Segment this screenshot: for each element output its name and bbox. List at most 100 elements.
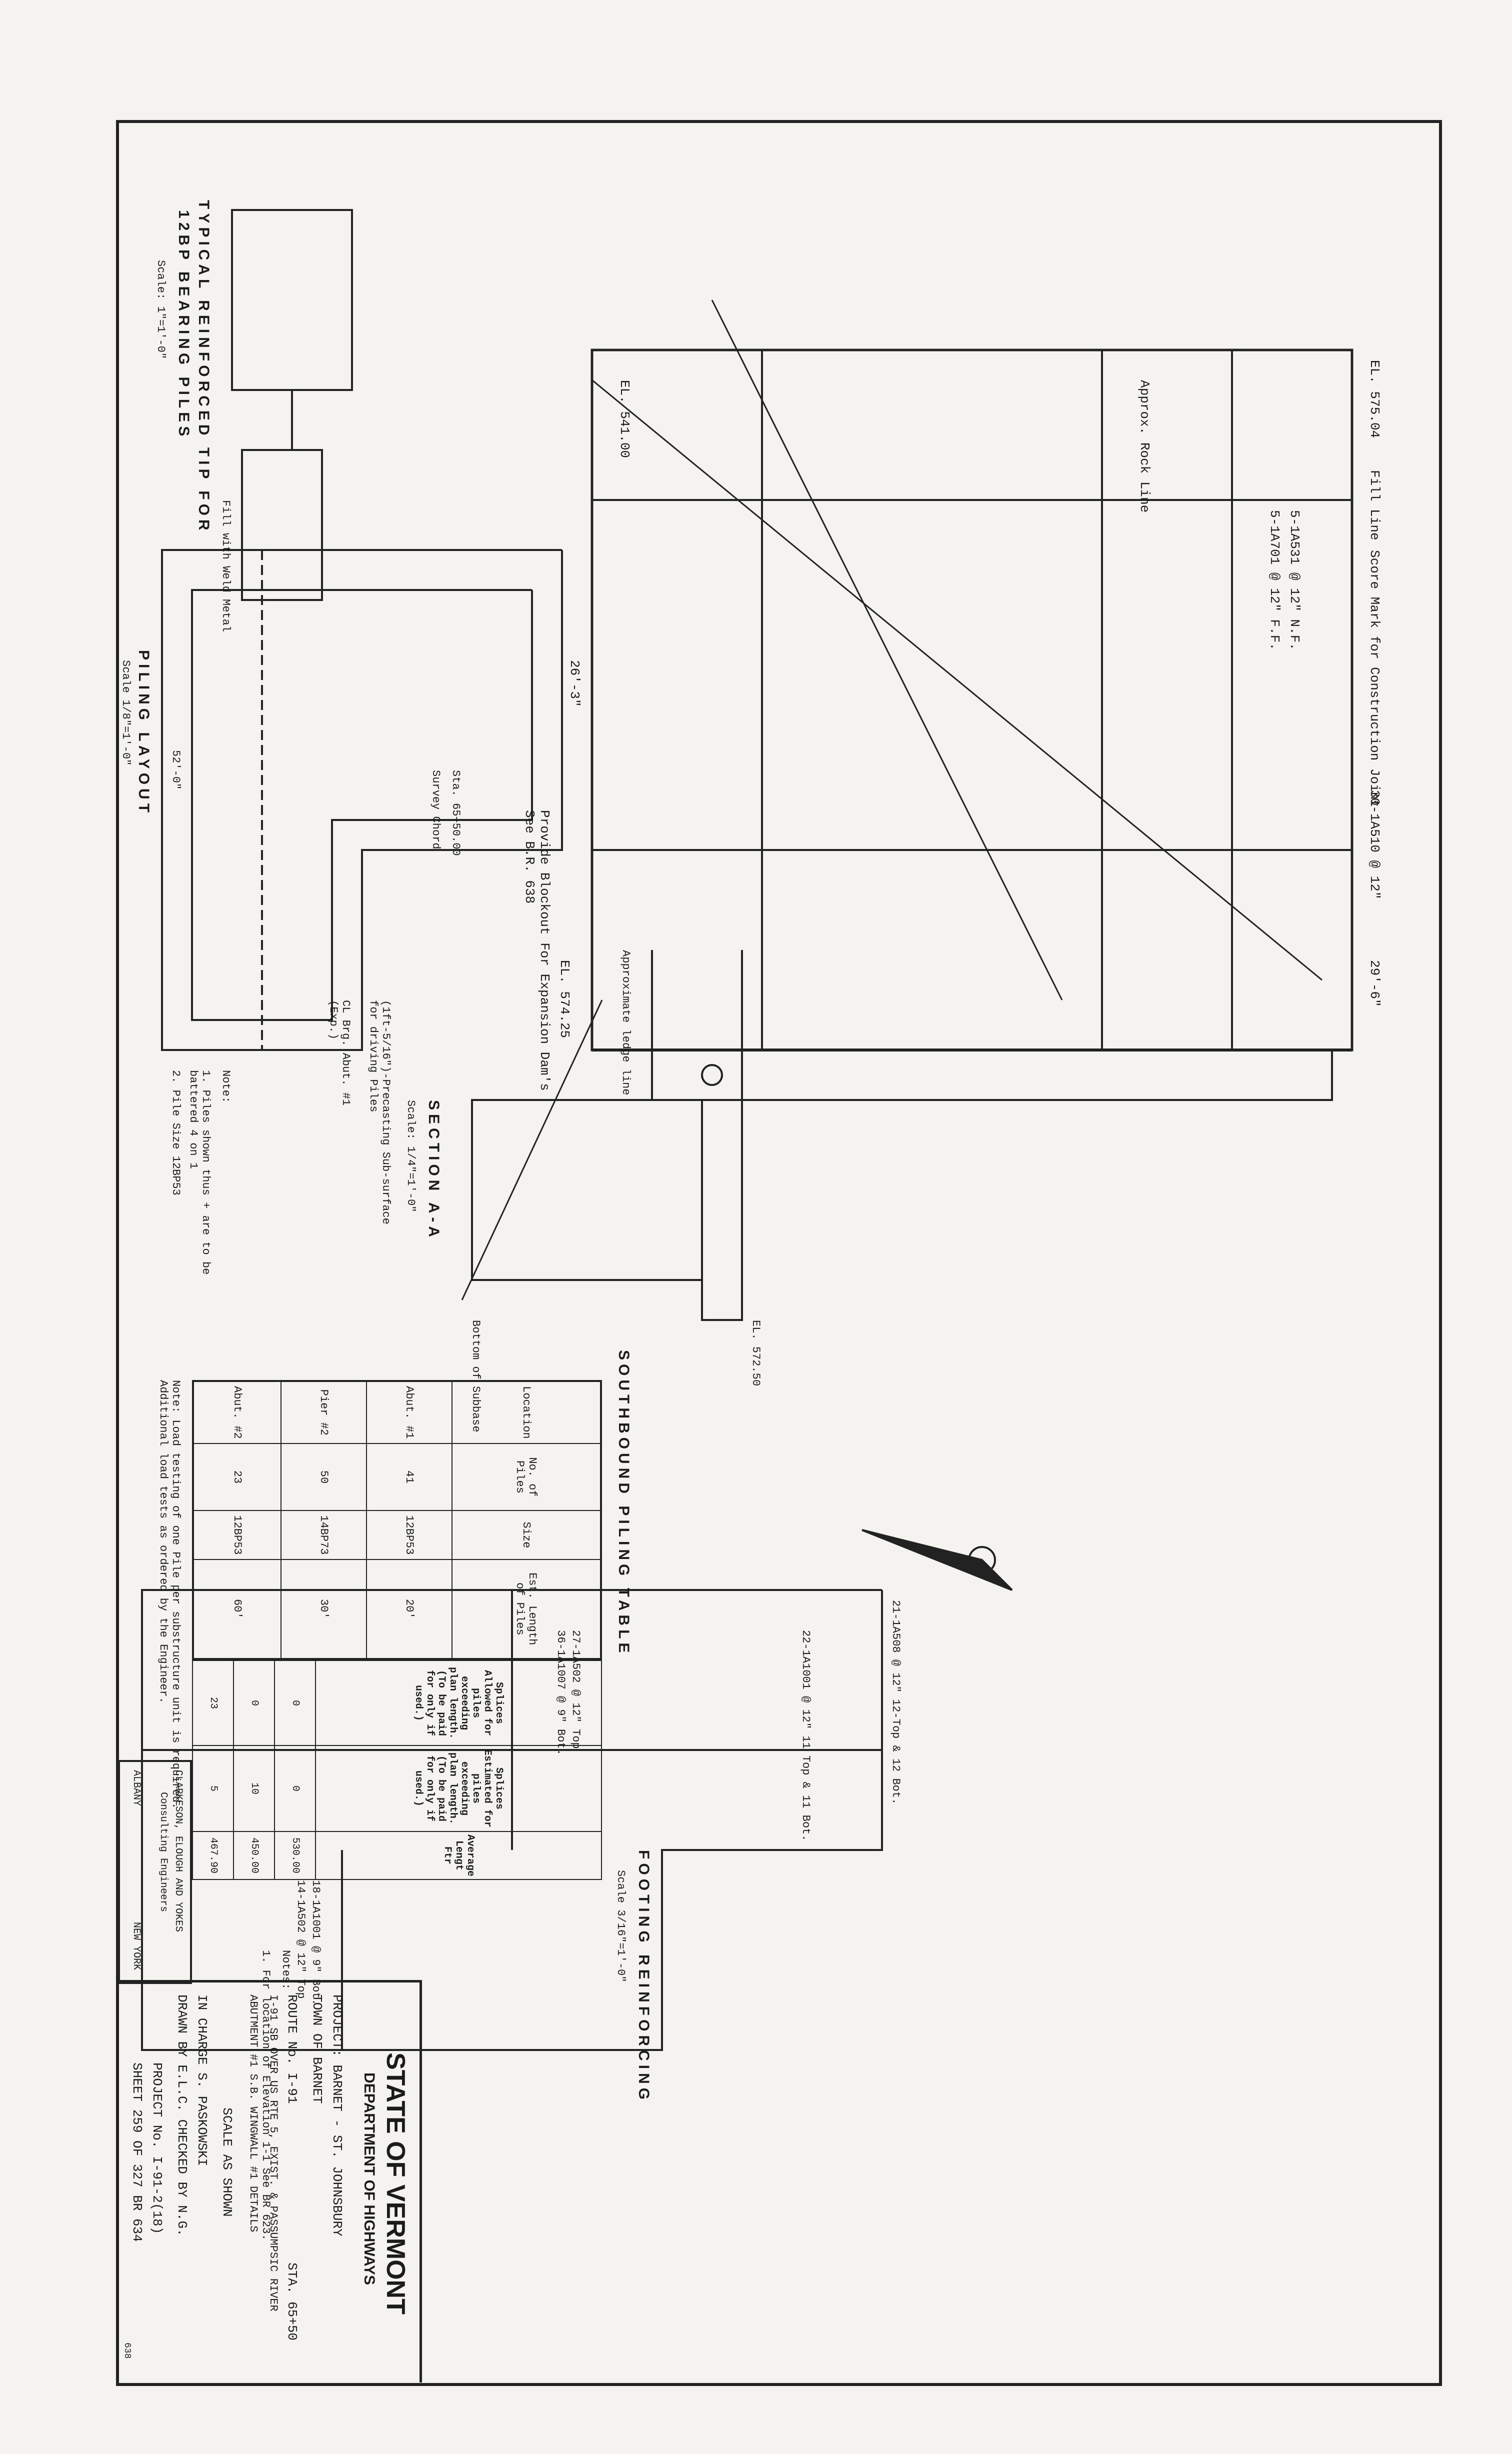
piling-layout-scale: Scale 1/8"=1'-0" [120, 660, 132, 766]
wall-label-el-bottom: EL. 541.00 [617, 380, 632, 458]
section-aa-title: SECTION A-A [426, 1100, 442, 1241]
town-line: TOWN OF BARNET [310, 1994, 324, 2104]
wall-label-el-top: EL. 575.04 [1367, 360, 1382, 438]
piling-layout-note-heading: Note: [220, 1070, 232, 1104]
wall-label-blockout: Provide Blockout For Expansion Dam's See… [522, 810, 552, 1091]
table-header: No. of Piles [452, 1443, 601, 1511]
footing-scale: Scale 3/16"=1'-0" [614, 1870, 627, 1982]
pile-tip-drawing [231, 209, 353, 601]
footing-label-1: 21-1A508 @ 12" 12-Top & 12 Bot. [890, 1600, 902, 1805]
pile-tip-weld: Fill with Weld Metal [220, 500, 232, 632]
piling-layout-title: PILING LAYOUT [136, 650, 152, 816]
pile-tip-title-2: 12BP BEARING PILES [176, 210, 192, 440]
state-title: STATE OF VERMONT [381, 2052, 410, 2314]
table-header: Splices Estimated for piles exceeding pl… [316, 1746, 602, 1832]
table-cell: Pier #2 [280, 1381, 366, 1444]
description-line: I-91 SB OVER US RTE 5, EXIST. & PASSUMPS… [267, 1994, 280, 2312]
table-row: 0 0 530.00 [274, 1660, 316, 1880]
piling-layout-dim: 52'-0" [170, 750, 182, 790]
route-line: ROUTE No. I-91 [284, 1994, 300, 2104]
table-row: Pier #2 50 14BP73 30' [280, 1381, 366, 1659]
title-block: STATE OF VERMONT DEPARTMENT OF HIGHWAYS … [120, 1980, 422, 2382]
table-header: Average Lengt Ftr [316, 1831, 602, 1880]
in-charge-line: IN CHARGE S. PASKOWSKI [194, 1994, 210, 2166]
pile-tip-title-1: TYPICAL REINFORCED TIP FOR [196, 200, 212, 534]
table-cell: 41 [366, 1443, 452, 1511]
piling-table-title: SOUTHBOUND PILING TABLE [616, 1350, 632, 1657]
wall-label-score-mark: Score Mark for Construction Joint [1367, 550, 1382, 808]
section-aa-drawing [461, 950, 743, 1321]
scale-line: SCALE AS SHOWN [220, 2108, 234, 2217]
table-cell: 50 [280, 1443, 366, 1511]
section-aa-pile-note: (1ft-5/16")-Precasting Sub-surface for d… [367, 1000, 392, 1224]
table-header: Location [452, 1381, 601, 1444]
table-cell: 467.90 [192, 1831, 234, 1880]
section-aa-ledge: Approximate ledge line [620, 950, 632, 1096]
consultant-block: CLARKESON, ELOUGH AND YOKES Consulting E… [118, 1760, 192, 1984]
station-line: STA. 65+50 [284, 2262, 300, 2341]
table-header-row: Location No. of Piles Size Est. Length o… [452, 1381, 601, 1659]
table-header: Size [452, 1510, 601, 1560]
wall-label-fill-line: Fill Line [1367, 470, 1382, 540]
table-cell: 23 [192, 1660, 234, 1746]
abutment-line: ABUTMENT #1 S.B. WINGWALL #1 DETAILS [247, 1994, 260, 2232]
table-cell: Abut. #1 [366, 1381, 452, 1444]
table-row: Abut. #1 41 12BP53 20' [366, 1381, 452, 1659]
table-cell: 0 [274, 1746, 316, 1832]
piling-table-cont: Splices Allowed for piles exceeding plan… [192, 1660, 602, 1880]
table-header-row: Splices Allowed for piles exceeding plan… [316, 1660, 602, 1880]
footing-label-2: 22-1A1001 @ 12" 11 Top & 11 Bot. [800, 1630, 812, 1842]
section-aa-el: EL. 572.50 [750, 1320, 762, 1386]
drawn-by-line: DRAWN BY E.L.C. CHECKED BY N.G. [174, 1994, 190, 2236]
department-title: DEPARTMENT OF HIGHWAYS [361, 2072, 378, 2286]
table-cell: 0 [234, 1660, 275, 1746]
wall-label-nf-bars: 5-1A531 @ 12" N.F. [1287, 510, 1302, 650]
wall-label-width: 29'-6" [1367, 960, 1382, 1007]
project-no-line: PROJECT No. I-91-2(18) [150, 2062, 164, 2234]
consultant-type: Consulting Engineers [158, 1792, 169, 1912]
wall-label-ff-bars: 5-1A701 @ 12" F.F. [1267, 510, 1282, 650]
table-header: Splices Allowed for piles exceeding plan… [316, 1660, 602, 1746]
table-cell: Abut. #2 [193, 1381, 281, 1444]
table-cell: 12BP53 [366, 1510, 452, 1560]
project-line: PROJECT: BARNET - ST. JOHNSBURY [330, 1994, 344, 2236]
table-header: Est. Length of Piles [452, 1559, 601, 1659]
north-arrow-icon [701, 1064, 1013, 1591]
section-aa-scale: Scale: 1/4"=1'-0" [404, 1100, 417, 1212]
wall-section-drawing [590, 300, 1354, 1101]
piling-layout-chord: Survey Chord [430, 770, 442, 850]
wall-label-bars-top: 30-1A510 @ 12" [1367, 790, 1382, 900]
table-cell: 14BP73 [280, 1510, 366, 1560]
table-cell: 20' [366, 1559, 452, 1659]
sheet-code: 638 [122, 2342, 132, 2359]
piling-layout-drawing [161, 549, 563, 1051]
piling-layout-station: Sta. 65+50.00 [450, 770, 462, 856]
footing-title: FOOTING REINFORCING [636, 1850, 652, 2104]
table-cell: 30' [280, 1559, 366, 1659]
footing-drawing [141, 1589, 883, 2051]
wall-label-height: 26'-3" [567, 660, 582, 707]
pile-tip-scale: Scale: 1"=1'-0" [154, 260, 167, 360]
table-cell: 10 [234, 1746, 275, 1832]
consultant-city-left: ALBANY [130, 1770, 142, 1806]
consultant-name: CLARKESON, ELOUGH AND YOKES [172, 1770, 184, 1932]
consultant-city-right: NEW YORK [130, 1922, 142, 1970]
sheet-line: SHEET 259 OF 327 BR 634 [130, 2062, 144, 2242]
piling-table: Location No. of Piles Size Est. Length o… [192, 1380, 602, 1660]
table-row: 23 5 467.90 [192, 1660, 234, 1880]
table-row: 0 10 450.00 [234, 1660, 275, 1880]
table-cell: 530.00 [274, 1831, 316, 1880]
table-cell: 60' [193, 1559, 281, 1659]
piling-layout-note-1: 1. Piles shown thus + are to be battered… [187, 1070, 212, 1275]
wall-label-el-right: EL. 574.25 [557, 960, 572, 1038]
wall-label-rock-line: Approx. Rock Line [1137, 380, 1152, 513]
table-row: Abut. #2 23 12BP53 60' [193, 1381, 281, 1659]
piling-layout-note-2: 2. Pile Size 12BP53 [170, 1070, 182, 1196]
table-cell: 23 [193, 1443, 281, 1511]
piling-layout-brg: CL Brg. Abut. #1 (Exp.) [327, 1000, 352, 1106]
table-cell: 5 [192, 1746, 234, 1832]
table-cell: 12BP53 [193, 1510, 281, 1560]
